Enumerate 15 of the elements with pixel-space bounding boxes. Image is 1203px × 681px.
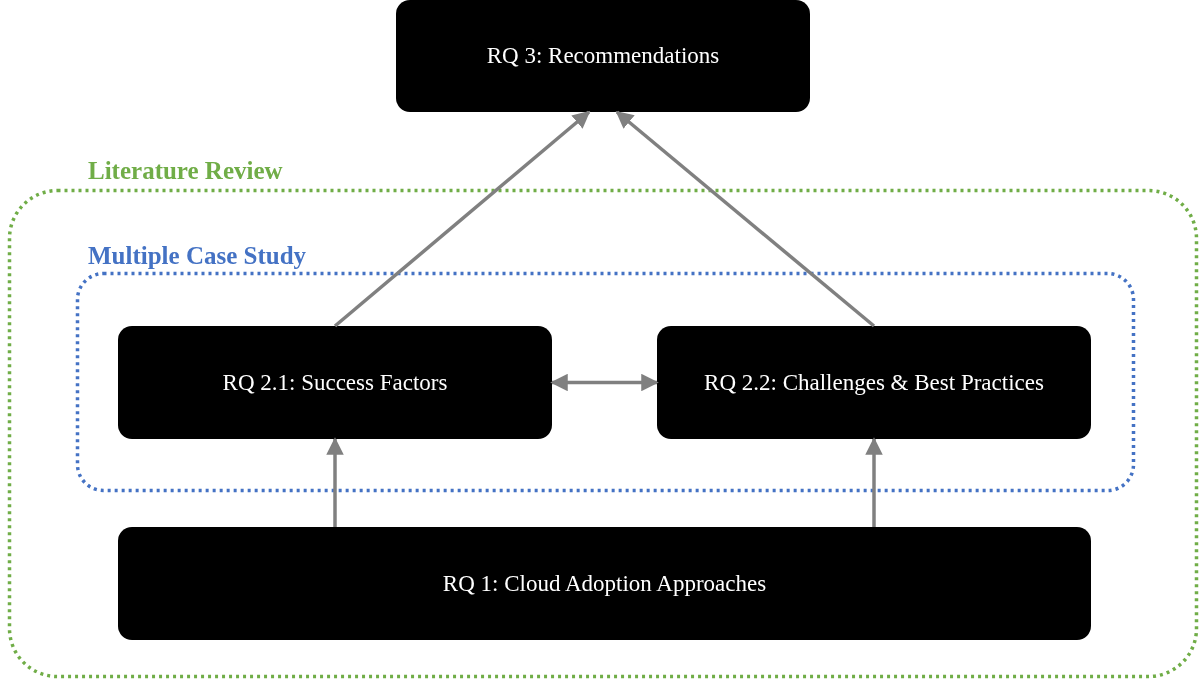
box-label: RQ 3: Recommendations: [486, 43, 720, 69]
box-label: RQ 1: Cloud Adoption Approaches: [442, 570, 767, 597]
arrow: [615, 110, 876, 328]
arrow: [865, 437, 883, 527]
process-box: [657, 326, 1091, 439]
process-box: [118, 527, 1091, 640]
box-label: RQ 2.2: Challenges & Best Practices: [704, 369, 1044, 396]
arrow: [550, 373, 659, 392]
arrow: [326, 437, 344, 527]
process-box: [396, 0, 810, 112]
process-box: [118, 326, 552, 439]
group-heading: Multiple Case Study: [88, 241, 307, 271]
group-heading: Literature Review: [88, 156, 283, 186]
box-label: RQ 2.1: Success Factors: [222, 369, 448, 396]
arrow: [333, 110, 591, 328]
